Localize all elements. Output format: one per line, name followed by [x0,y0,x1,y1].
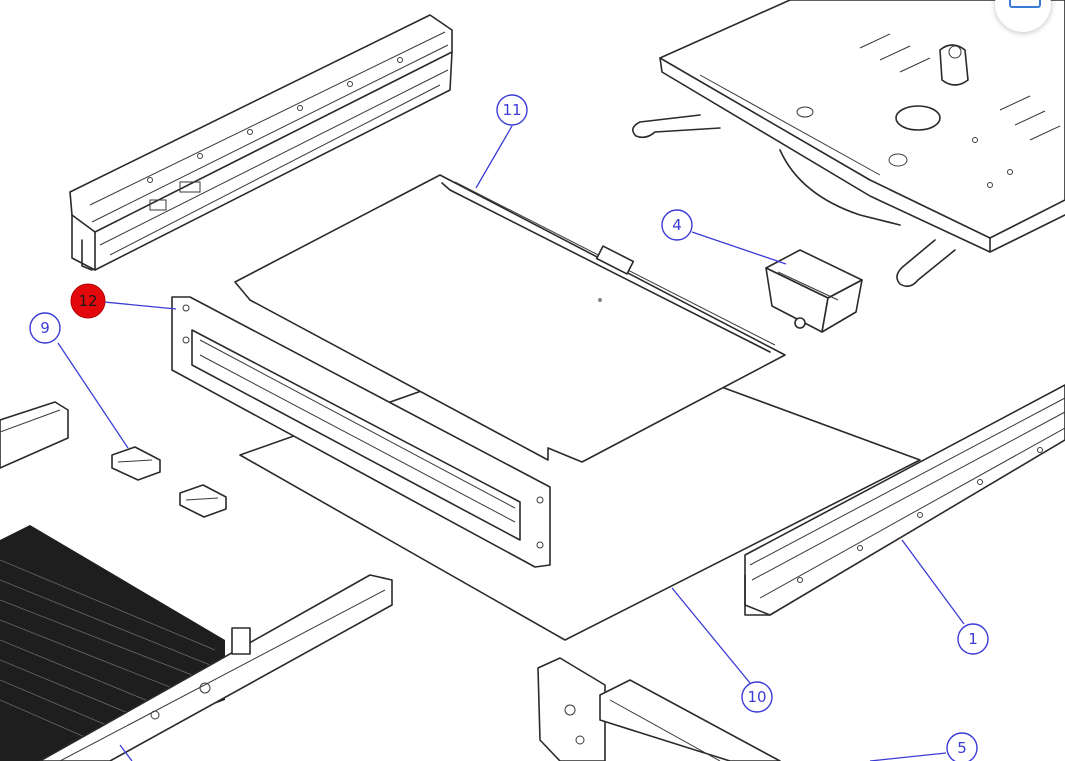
callout-4: 4 [661,209,693,241]
callout-4-label: 4 [672,216,682,234]
top-right-plate [632,0,1065,288]
callout-12: 12 [70,283,106,319]
callout-1-label: 1 [968,630,978,648]
grille-assembly [0,525,393,761]
callout-10: 10 [741,681,773,713]
callout-9-label: 9 [40,319,50,337]
upper-panel [234,174,786,463]
leader-lines [57,125,965,761]
callout-10-label: 10 [747,688,766,706]
callout-1: 1 [957,623,989,655]
callout-9: 9 [29,312,61,344]
callout-11: 11 [496,94,528,126]
clips [111,446,227,518]
callout-5-label: 5 [957,739,967,757]
callout-11-label: 11 [502,101,521,119]
bin-box [765,249,863,333]
top-left-rail [69,14,453,271]
callout-5: 5 [946,732,978,761]
bottom-bracket [537,657,781,761]
callout-12-label: 12 [78,292,97,310]
left-rail [0,401,69,469]
expand-icon [1009,0,1041,8]
front-frame [171,296,551,568]
right-rail [744,384,1065,616]
